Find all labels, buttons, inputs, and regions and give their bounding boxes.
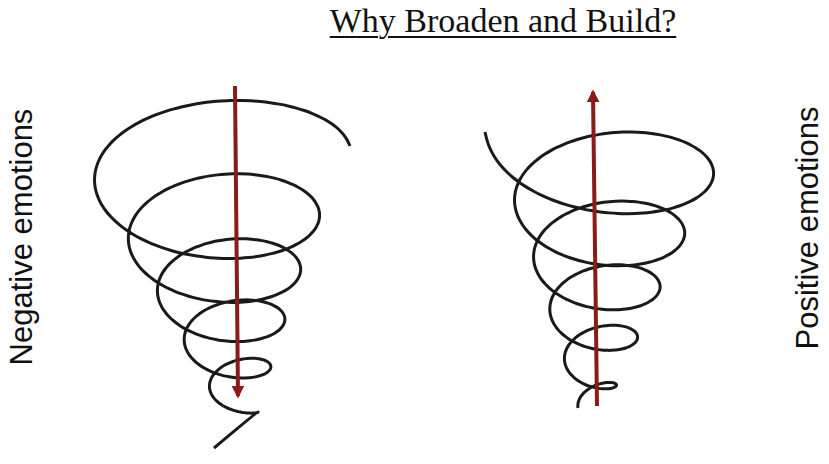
up-arrow — [593, 92, 597, 406]
side-label: Negative emotions — [4, 109, 40, 366]
side-label: Positive emotions — [790, 107, 826, 350]
down-arrow — [235, 86, 238, 396]
spiral — [485, 132, 714, 408]
spiral — [95, 100, 350, 448]
title: Why Broaden and Build? — [330, 2, 677, 40]
